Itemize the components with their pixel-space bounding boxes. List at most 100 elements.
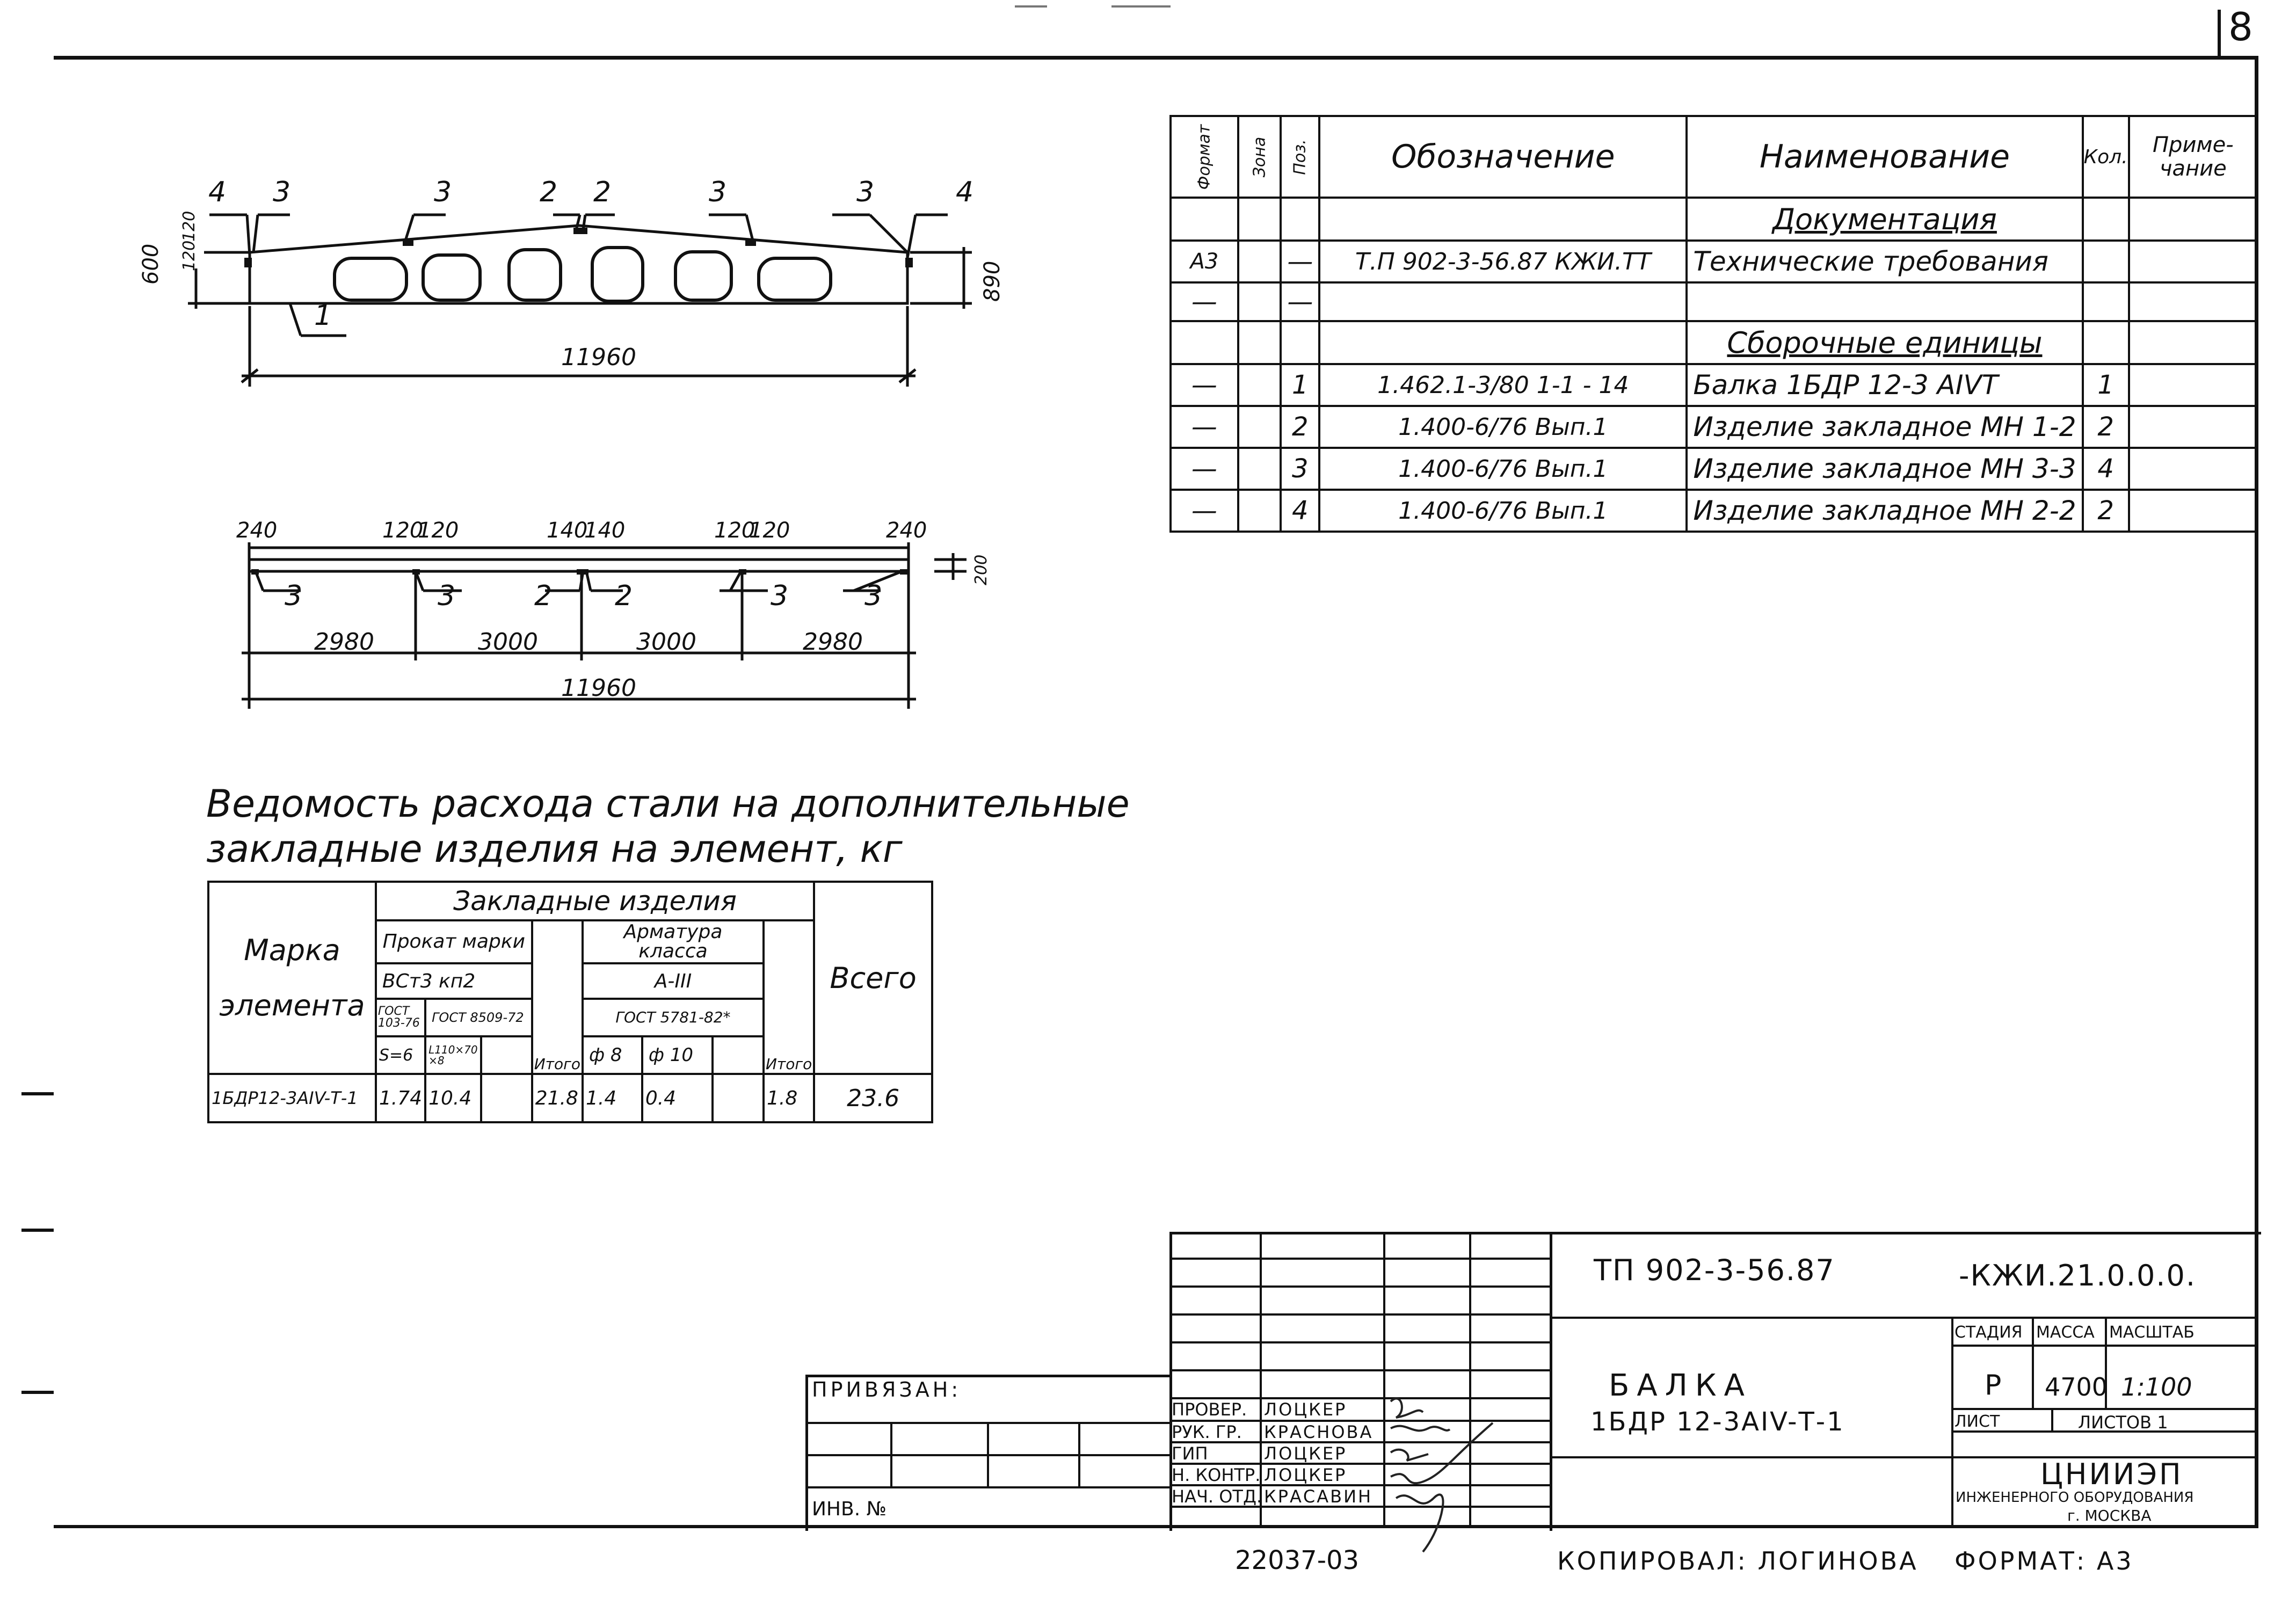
spec-cell: Технические требования	[1685, 239, 2084, 284]
mass-header: МАССА	[2036, 1323, 2095, 1342]
binding-box-lines	[805, 1422, 1169, 1488]
plan-callout: 2	[615, 580, 633, 612]
spec-h-designation: Обозначение	[1318, 115, 1688, 199]
scale-header: МАСШТАБ	[2109, 1323, 2195, 1342]
spec-cell: 1	[1280, 363, 1321, 407]
spec-section-docs: Документация	[1685, 197, 2084, 242]
org-subtitle: ИНЖЕНЕРНОГО ОБОРУДОВАНИЯ	[1956, 1490, 2194, 1506]
spec-cell: 1.400-6/76 Вып.1	[1318, 447, 1688, 491]
plan-callout: 3	[771, 580, 789, 612]
sheets-header: ЛИСТОВ 1	[2078, 1412, 2168, 1433]
steel-h-itogo-2: Итого	[762, 919, 816, 1075]
plan-top-dim: 120	[418, 518, 459, 543]
binding-tick	[21, 1092, 54, 1095]
spec-cell: —	[1169, 447, 1239, 491]
scale-value: 1:100	[2121, 1372, 2192, 1401]
spec-cell: 4	[2081, 447, 2130, 491]
object-title: БАЛКА	[1609, 1368, 1752, 1403]
stage-value: Р	[1985, 1369, 2002, 1401]
spec-cell: Изделие закладное МН 2-2	[1685, 489, 2084, 533]
org-name: ЦНИИЭП	[2040, 1457, 2183, 1491]
spec-cell: —	[1280, 239, 1321, 284]
stage-header: СТАДИЯ	[1954, 1323, 2023, 1342]
spec-cell: —	[1169, 489, 1239, 533]
plan-callout: 3	[864, 580, 883, 612]
sheet-number: 8	[2228, 4, 2253, 49]
privyazan-label: ПРИВЯЗАН:	[812, 1378, 962, 1401]
binding-tick	[21, 1229, 54, 1232]
steel-h-mark-2: элемента	[219, 989, 365, 1022]
steel-cell: 10.4	[424, 1073, 482, 1123]
specification-table: Формат Зона Поз. Обозначение Наименовани…	[1169, 115, 2259, 533]
steel-h-s6: S=6	[374, 1035, 427, 1075]
spec-cell: 2	[2081, 489, 2130, 533]
dim-left-a: 120	[180, 240, 199, 271]
steel-h-rebar: Арматура класса	[581, 919, 765, 964]
steel-table: Марка элемента Закладные изделия Всего П…	[207, 881, 933, 1123]
steel-cell-total: 23.6	[813, 1073, 933, 1123]
plan-top-dim: 140	[584, 518, 626, 543]
spec-h-qty: Кол.	[2081, 115, 2130, 199]
callout-1: 1	[314, 300, 332, 332]
beam-void	[757, 257, 832, 302]
steel-h-class: А-III	[581, 962, 765, 1000]
beam-elevation-drawing	[188, 213, 972, 387]
callout-4: 4	[208, 176, 227, 208]
top-mark	[1015, 5, 1047, 8]
beam-void	[507, 248, 562, 302]
steel-h-gost3: ГОСТ 5781-82*	[581, 998, 765, 1037]
signature-grid-lines	[1169, 1232, 1550, 1528]
dim-length: 11960	[561, 344, 636, 371]
signer-name: КРАСАВИН	[1264, 1486, 1373, 1507]
plan-callout: 2	[534, 580, 553, 612]
plan-span: 2980	[803, 628, 863, 656]
sheet-header: ЛИСТ	[1954, 1412, 2000, 1431]
steel-h-gost2: ГОСТ 8509-72	[424, 998, 533, 1037]
steel-h-angle: L110×70 ×8	[424, 1035, 482, 1075]
plan-top-dim: 240	[886, 518, 927, 543]
beam-void	[333, 257, 408, 302]
spec-cell: 2	[2081, 405, 2130, 449]
signer-role: РУК. ГР.	[1172, 1422, 1242, 1442]
steel-h-rolled: Прокат марки	[374, 919, 533, 964]
callout-3: 3	[273, 176, 291, 208]
spec-cell: —	[1280, 281, 1321, 322]
steel-cell: 1.4	[581, 1073, 643, 1123]
plan-callout: 3	[285, 580, 303, 612]
sheet-number-box	[2218, 10, 2258, 56]
spec-cell: 4	[1280, 489, 1321, 533]
binding-tick	[21, 1391, 54, 1394]
doc-code-right: -КЖИ.21.0.0.0.	[1959, 1259, 2196, 1292]
plan-span: 2980	[314, 628, 374, 656]
plan-top-dim: 120	[749, 518, 790, 543]
spec-cell: —	[1169, 363, 1239, 407]
spec-h-pos: Поз.	[1290, 139, 1310, 175]
signer-role: Н. КОНТР.	[1172, 1465, 1261, 1485]
steel-h-total: Всего	[813, 881, 933, 1075]
steel-table-title-1: Ведомость расхода стали на дополнительны…	[206, 782, 1130, 826]
signer-name: ЛОЦКЕР	[1264, 1443, 1347, 1464]
plan-span: 3000	[478, 628, 538, 656]
top-mark	[1111, 5, 1171, 8]
spec-h-name: Наименование	[1685, 115, 2084, 199]
callout-4: 4	[956, 176, 974, 208]
spec-row: — 2 1.400-6/76 Вып.1 Изделие закладное М…	[1169, 405, 2259, 449]
steel-h-d8: ф 8	[581, 1035, 643, 1075]
object-mark: 1БДР 12-3АIV-Т-1	[1590, 1407, 1845, 1437]
spec-cell: 1.462.1-3/80 1-1 - 14	[1318, 363, 1688, 407]
signer-role: ПРОВЕР.	[1172, 1399, 1247, 1420]
signer-role: ГИП	[1172, 1443, 1208, 1464]
title-area	[1550, 1232, 2261, 1531]
plan-span: 3000	[636, 628, 696, 656]
beam-void	[422, 253, 482, 302]
spec-row: — 3 1.400-6/76 Вып.1 Изделие закладное М…	[1169, 447, 2259, 491]
binding-box	[805, 1375, 1172, 1531]
steel-cell: 1.8	[762, 1073, 816, 1123]
steel-h-d10: ф 10	[641, 1035, 714, 1075]
signature-grid	[1169, 1232, 1552, 1531]
plan-top-dim: 120	[382, 518, 424, 543]
spec-h-zone: Зона	[1250, 136, 1269, 177]
beam-void	[591, 246, 644, 303]
steel-h-gost1: ГОСТ 103-76	[374, 998, 427, 1037]
steel-h-embedded: Закладные изделия	[374, 881, 816, 921]
